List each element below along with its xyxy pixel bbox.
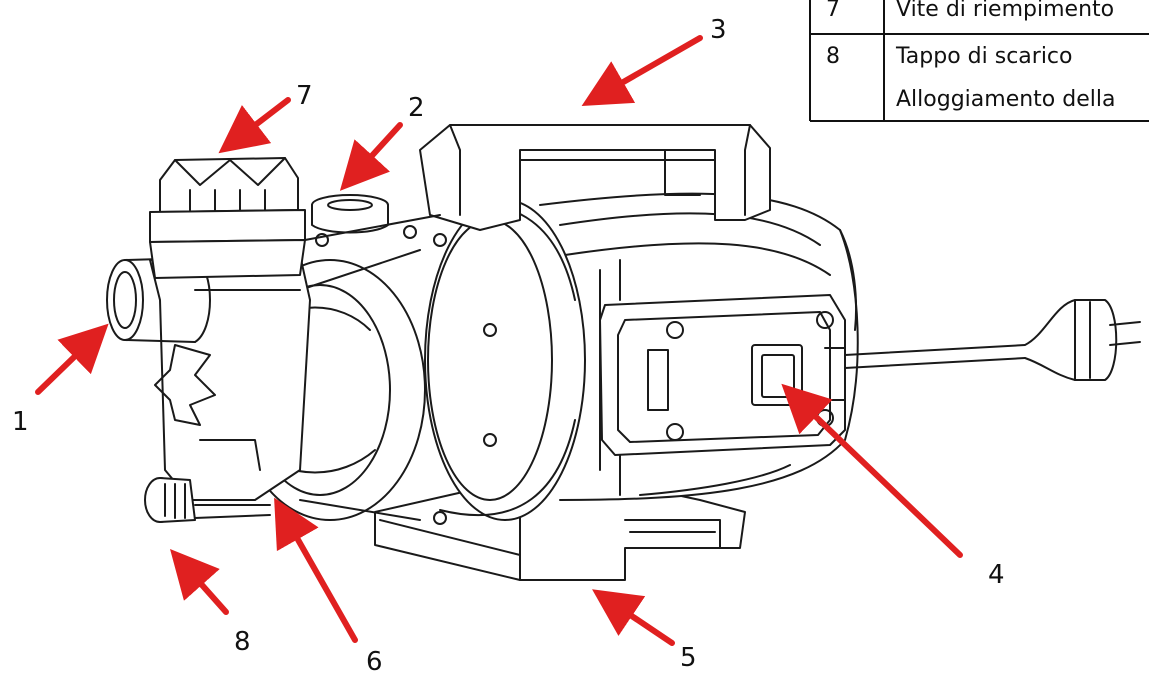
callout-number-7: 7	[296, 81, 313, 111]
callout-number-5: 5	[680, 643, 697, 673]
power-cable	[844, 299, 1141, 381]
arrow-8	[170, 549, 229, 615]
callout-number-8: 8	[234, 627, 251, 657]
callout-number-6: 6	[366, 647, 383, 676]
arrow-3	[581, 35, 703, 106]
legend-row-label: Vite di riempimento	[896, 0, 1114, 22]
callout-number-1: 1	[12, 407, 29, 437]
legend-row: 8 Tappo di scarico	[826, 44, 1072, 69]
outlet-port	[304, 194, 441, 247]
front-flange	[424, 199, 586, 525]
arrow-1	[35, 323, 109, 395]
arrow-2	[339, 122, 403, 191]
legend-row-number: 8	[826, 44, 840, 69]
callout-number-3: 3	[710, 15, 727, 45]
legend-table: 7 Vite di riempimento 8 Tappo di scarico…	[809, 0, 1149, 122]
callout-number-4: 4	[988, 560, 1005, 590]
pump-drawing	[106, 124, 1141, 581]
callout-numbers: 1 2 3 4 5 6 7 8	[12, 15, 1005, 676]
pump-body-front	[149, 254, 311, 501]
arrow-7	[218, 97, 291, 154]
legend-row-label: Alloggiamento della	[896, 87, 1115, 112]
arrow-6	[274, 497, 358, 643]
terminal-box	[599, 294, 846, 456]
arrow-4	[781, 383, 963, 558]
arrow-5	[592, 589, 675, 646]
carry-handle	[419, 124, 771, 231]
callout-number-2: 2	[408, 93, 425, 123]
filling-screw	[149, 157, 306, 279]
legend-row-label: Tappo di scarico	[895, 44, 1072, 69]
legend-row-number: 7	[826, 0, 840, 22]
callout-arrows	[35, 35, 963, 646]
drain-plug	[144, 477, 271, 523]
legend-row: 7 Vite di riempimento	[826, 0, 1114, 22]
legend-row: Alloggiamento della	[896, 87, 1115, 112]
